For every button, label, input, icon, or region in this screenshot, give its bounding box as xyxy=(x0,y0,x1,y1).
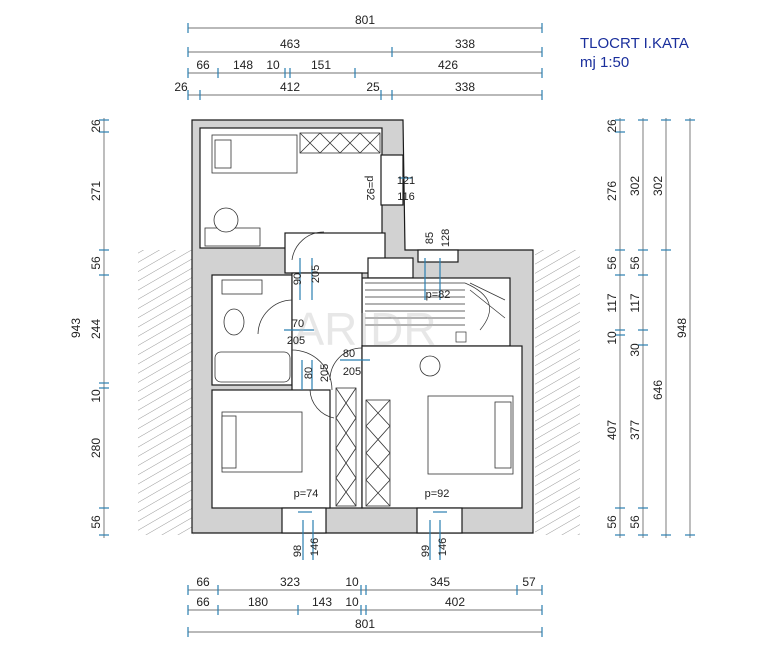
dim-top-r4-c: 25 xyxy=(366,80,380,94)
dims-top: 801 463 338 66 148 10 151 426 26 412 25 … xyxy=(174,13,475,94)
dim-left-2: 271 xyxy=(89,181,103,201)
doors xyxy=(257,231,363,419)
dim-top-r2-b: 338 xyxy=(455,37,475,51)
staircase xyxy=(365,282,506,343)
dim-top-r4-a: 26 xyxy=(174,80,188,94)
p-right-label: p=92 xyxy=(425,488,450,500)
hall-label-1: 80 xyxy=(343,348,355,360)
win-right-label-2: 146 xyxy=(437,538,449,556)
dim-left-5: 10 xyxy=(89,389,103,403)
dim-r3-1: 302 xyxy=(651,176,665,196)
dim-left-3: 56 xyxy=(89,256,103,270)
dimension-lines xyxy=(103,27,691,633)
dim-r2-3: 117 xyxy=(628,293,642,312)
drawing-title: TLOCRT I.KATA mj 1:50 xyxy=(580,34,689,72)
dim-bot-r2-c: 143 xyxy=(312,595,332,609)
hatch-left xyxy=(138,250,194,535)
dim-left-total: 943 xyxy=(69,318,83,338)
dim-r2-5: 377 xyxy=(628,420,642,440)
dim-top-r3-e: 426 xyxy=(438,58,458,72)
dims-left: 26 271 56 244 10 280 56 943 xyxy=(69,119,103,529)
dim-r1-7: 56 xyxy=(605,515,619,529)
dim-bot-r2-a: 66 xyxy=(196,595,210,609)
dim-top-r4-b: 412 xyxy=(280,80,300,94)
watermark: ARIDR xyxy=(293,303,436,355)
dim-r1-3: 56 xyxy=(605,256,619,270)
door-a-label-1: 90 xyxy=(292,273,304,285)
dim-left-7: 56 xyxy=(89,515,103,529)
dim-bot-total: 801 xyxy=(355,617,375,631)
win-right-label-1: 99 xyxy=(420,545,432,557)
door-top-label-2: 116 xyxy=(397,191,415,203)
dim-r1-1: 26 xyxy=(605,119,619,133)
dim-r1-6: 407 xyxy=(605,420,619,440)
dim-bot-r2-e: 402 xyxy=(445,595,465,609)
dim-r3-2: 646 xyxy=(651,380,665,400)
dim-left-1: 26 xyxy=(89,119,103,133)
hall-label-2: 205 xyxy=(343,366,361,378)
dim-r2-6: 56 xyxy=(628,515,642,529)
dim-top-r3-c: 10 xyxy=(266,58,280,72)
door-top-label-1: 121 xyxy=(397,175,415,187)
p-stair-label: p=82 xyxy=(426,289,451,301)
hatch-right xyxy=(535,250,580,535)
bath-label-2: 205 xyxy=(287,335,305,347)
door-a-label-2: 205 xyxy=(310,265,322,283)
scale-line: mj 1:50 xyxy=(580,54,630,71)
bath-label-1: 70 xyxy=(292,318,304,330)
dim-left-6: 280 xyxy=(89,438,103,458)
p-top-label: p=92 xyxy=(364,176,376,201)
dim-top-r3-a: 66 xyxy=(196,58,210,72)
dim-bot-r1-c: 10 xyxy=(345,575,359,589)
dim-r1-4: 117 xyxy=(605,293,619,312)
win-left-label-1: 98 xyxy=(292,545,304,557)
stair-label-1: 85 xyxy=(424,232,436,244)
stair-label-2: 128 xyxy=(440,229,452,247)
dim-top-total: 801 xyxy=(355,13,375,27)
bathtub xyxy=(214,351,291,383)
room-annotations: 121 116 p=92 85 128 p=82 90 205 70 205 8… xyxy=(287,175,452,557)
dim-r2-4: 30 xyxy=(628,343,642,357)
dim-r1-2: 276 xyxy=(605,181,619,201)
dim-bot-r1-d: 345 xyxy=(430,575,450,589)
hall2-label-1: 80 xyxy=(303,367,315,379)
dim-top-r3-b: 148 xyxy=(233,58,253,72)
dim-right-total: 948 xyxy=(675,318,689,338)
dim-bot-r2-b: 180 xyxy=(248,595,268,609)
wardrobes xyxy=(299,132,391,507)
dim-top-r3-d: 151 xyxy=(311,58,331,72)
desk-top xyxy=(204,227,261,247)
dim-bot-r1-a: 66 xyxy=(196,575,210,589)
dim-r2-2: 56 xyxy=(628,256,642,270)
p-left-label: p=74 xyxy=(294,488,319,500)
furniture xyxy=(204,134,514,475)
hall2-label-2: 205 xyxy=(319,364,331,382)
dim-bot-r1-b: 323 xyxy=(280,575,300,589)
dim-left-4: 244 xyxy=(89,319,103,339)
dim-r2-1: 302 xyxy=(628,176,642,196)
title-line: TLOCRT I.KATA xyxy=(580,35,689,52)
dims-right: 26 276 56 117 10 407 56 302 56 117 30 37… xyxy=(605,119,689,529)
dims-bottom: 66 323 10 345 57 66 180 143 10 402 801 xyxy=(196,575,536,631)
dim-bot-r2-d: 10 xyxy=(345,595,359,609)
dimension-ticks xyxy=(99,23,695,637)
dim-top-r2-a: 463 xyxy=(280,37,300,51)
dim-top-r4-d: 338 xyxy=(455,80,475,94)
dim-r1-5: 10 xyxy=(605,331,619,345)
dim-bot-r1-e: 57 xyxy=(522,575,536,589)
toilet xyxy=(223,308,245,336)
win-left-label-2: 146 xyxy=(309,538,321,556)
